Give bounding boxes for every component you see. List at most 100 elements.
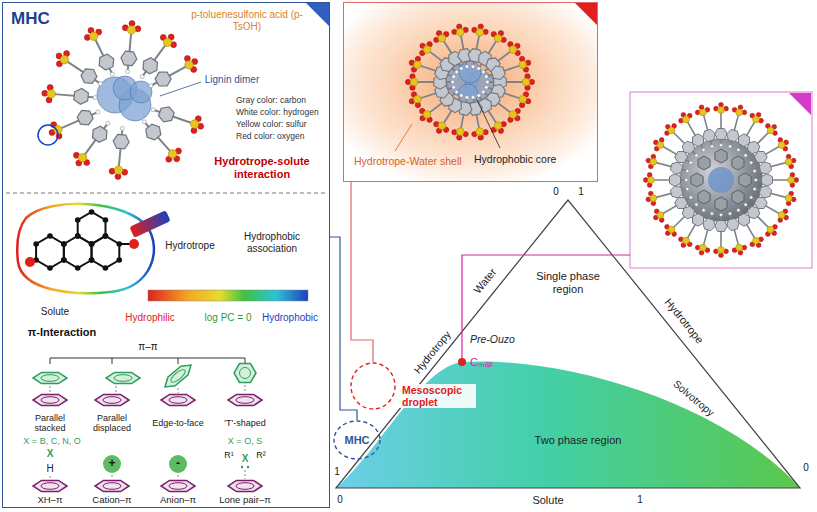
- aromatic-circle: [169, 397, 187, 404]
- node-text: -: [176, 457, 180, 471]
- sulfur-atom: [736, 109, 743, 116]
- text-label: Yellow color: sulfur: [236, 120, 307, 130]
- interaction-highlight: [38, 125, 58, 145]
- lignin-blob: [458, 84, 478, 104]
- molecule-bond: [660, 197, 690, 215]
- sulfur-atom: [718, 107, 725, 114]
- text-label: X = B, C, N, O: [23, 436, 80, 446]
- text-label: X: [47, 448, 54, 460]
- text-label: H: [46, 463, 53, 475]
- aromatic-circle: [169, 368, 187, 385]
- benzene-ring: [33, 372, 67, 383]
- text-label: 0: [337, 494, 343, 506]
- hydrogen-atom: [737, 148, 740, 151]
- hydrogen-atom: [710, 212, 713, 215]
- aromatic-circle: [169, 483, 187, 490]
- hydrogen-atom: [719, 213, 722, 216]
- hydrogen-atom: [460, 67, 464, 71]
- sulfur-atom: [168, 150, 176, 158]
- sulfur-atom: [438, 35, 446, 43]
- benzene-ring: [754, 152, 767, 163]
- benzene-ring: [161, 361, 194, 391]
- lone-pair-dot: [241, 466, 243, 468]
- hydrogen-atom: [110, 72, 114, 76]
- sulfur-atom: [423, 111, 431, 119]
- lignin-blob: [459, 61, 481, 83]
- hydrogen-atom: [140, 75, 144, 79]
- sulfur-atom: [700, 109, 707, 116]
- hydrogen-atom: [465, 96, 469, 100]
- hydrogen-atom: [106, 121, 110, 125]
- hydrogen-atom: [482, 90, 486, 94]
- sulfur-atom: [668, 226, 675, 233]
- node-text: Mesoscopic droplet: [400, 384, 476, 408]
- text-label: X: [242, 453, 249, 465]
- sulfur-atom: [718, 247, 725, 254]
- hydrogen-atom: [719, 144, 722, 147]
- sulfur-atom: [456, 29, 464, 37]
- hydrogen-atom: [750, 196, 753, 199]
- benzene-ring: [74, 88, 89, 104]
- hydrogen-atom: [482, 70, 486, 74]
- text-label: XH–π: [37, 495, 62, 506]
- carbon-atom: [103, 233, 109, 239]
- solute-molecule: [17, 204, 154, 293]
- benzene-ring: [675, 152, 688, 163]
- carbon-atom: [61, 241, 67, 247]
- hydrogen-atom: [460, 94, 464, 98]
- carbon-atom: [75, 265, 81, 271]
- leader-line: [462, 255, 630, 358]
- aromatic-circle: [240, 368, 251, 379]
- sulfur-atom: [414, 61, 422, 69]
- text-label: Hydrophobic association: [230, 231, 314, 254]
- benzene-ring: [739, 213, 750, 226]
- benzene-ring: [99, 54, 114, 70]
- leader-line: [395, 124, 412, 151]
- hydrogen-atom: [744, 154, 747, 157]
- droplet-cluster: [405, 24, 534, 140]
- sulfur-atom: [476, 29, 484, 37]
- hydrogen-atom: [685, 178, 688, 181]
- solute-ring: [92, 236, 120, 268]
- benzene-ring: [691, 173, 703, 187]
- hydrogen-atom: [737, 209, 740, 212]
- oxygen-atom: [25, 257, 35, 267]
- carbon-atom: [116, 257, 122, 263]
- color-scale-bar: [148, 290, 308, 301]
- hydrogen-atom: [753, 169, 756, 172]
- sulfur-atom: [778, 142, 785, 149]
- water-shell-glow: [344, 3, 597, 181]
- sulfur-atom: [414, 95, 422, 103]
- benzene-ring: [33, 480, 67, 491]
- anion-sphere: -: [169, 455, 187, 473]
- mhc-cluster: [42, 20, 204, 179]
- molecule-bond: [751, 145, 781, 163]
- benzene-ring: [234, 364, 256, 383]
- hydrotrope-bar: [129, 210, 170, 238]
- benzene-ring: [698, 156, 710, 170]
- carbon-atom: [89, 241, 95, 247]
- hydrogen-atom: [465, 65, 469, 69]
- two-phase-dome: [336, 361, 800, 488]
- dashed-ellipse: [351, 363, 395, 409]
- benzene-ring: [121, 51, 137, 66]
- interaction-dash: [178, 388, 179, 393]
- hydrogen-atom: [477, 67, 481, 71]
- hydrogen-atom: [452, 86, 456, 90]
- leader-connector: [330, 237, 357, 420]
- benzene-ring: [727, 129, 739, 141]
- node-text: MHC: [344, 434, 369, 447]
- molecule-bond: [738, 210, 756, 240]
- hydrogen-atom: [98, 82, 102, 86]
- text-label: Cₘₐₓ: [470, 356, 493, 369]
- hydrogen-atom: [695, 154, 698, 157]
- benzene-ring: [739, 173, 751, 187]
- hydrogen-atom: [471, 96, 475, 100]
- text-label: X = O, S: [228, 436, 262, 446]
- sulfur-atom: [788, 177, 795, 184]
- hydrogen-atom: [689, 196, 692, 199]
- text-label: p-toluenesulfonic acid (p-TsOH): [188, 9, 306, 32]
- text-label: White color: hydrogen: [236, 108, 319, 118]
